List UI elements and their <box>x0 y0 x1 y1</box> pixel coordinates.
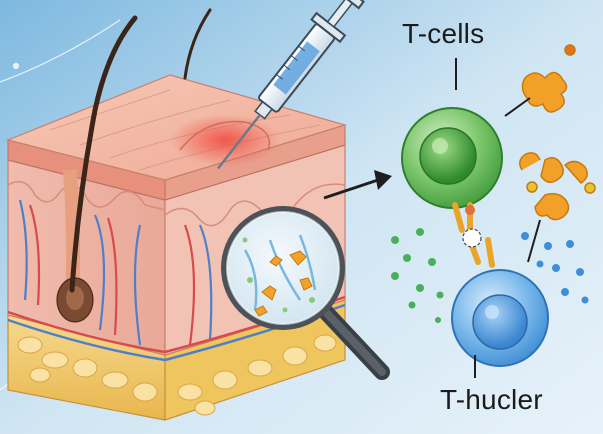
t-hucler-label: T-hucler <box>440 384 543 416</box>
t-cell-icon <box>402 108 502 208</box>
t-cells-label: T-cells <box>402 18 484 50</box>
t-hucler-cell-icon <box>452 270 548 366</box>
